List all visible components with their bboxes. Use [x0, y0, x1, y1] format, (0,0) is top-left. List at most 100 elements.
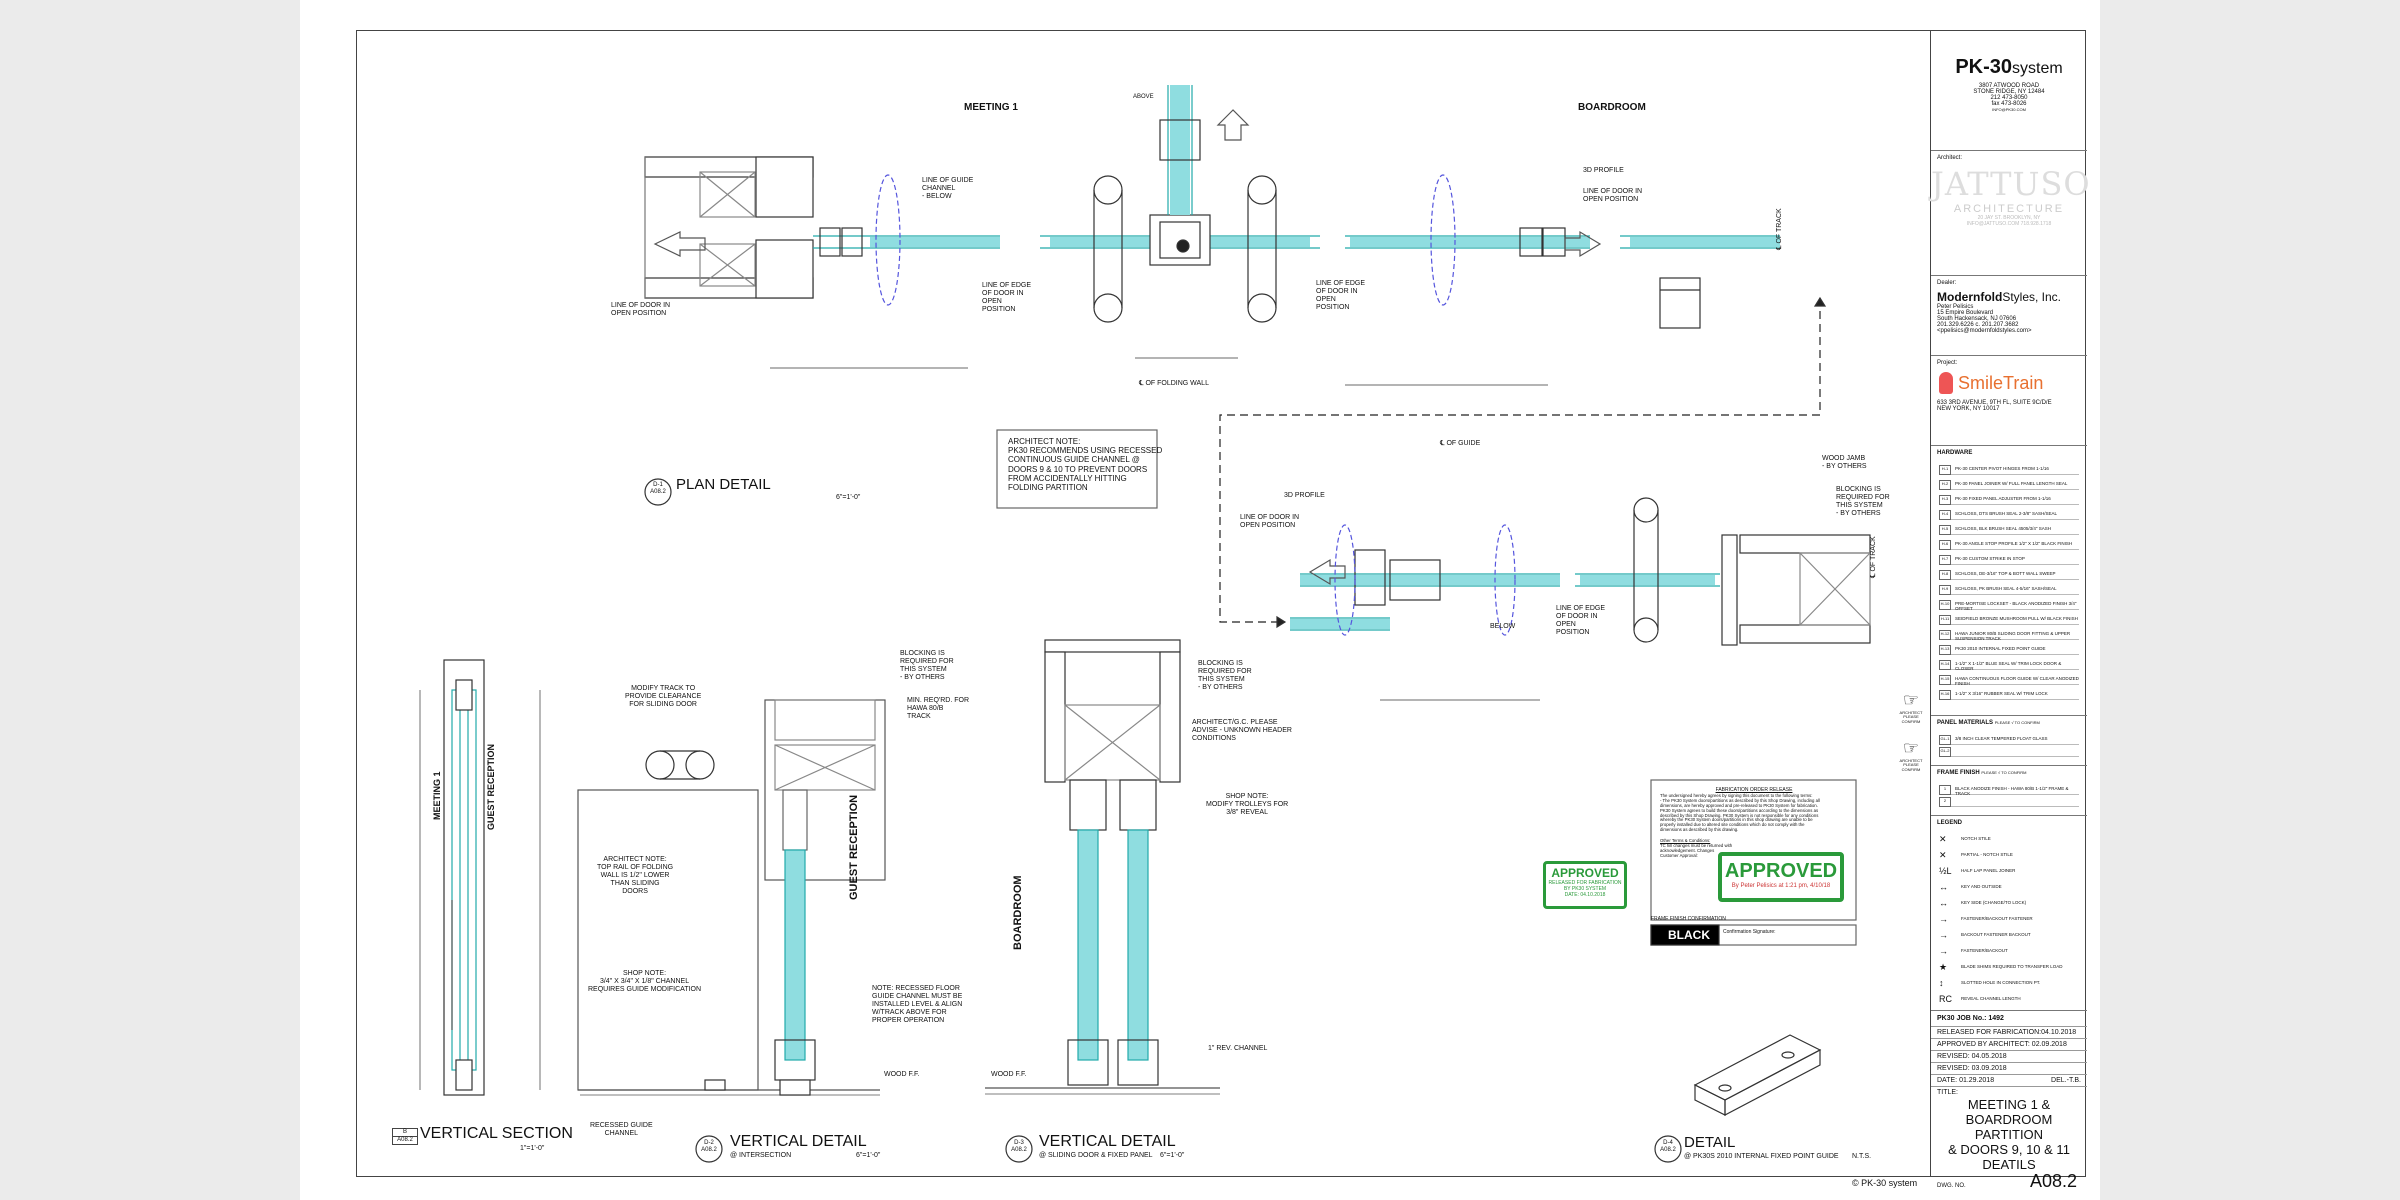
hardware-tag: H-13: [1939, 645, 1951, 655]
callout-plan-top: D-1: [653, 482, 663, 488]
blk-l-line-1: BLOCKING IS: [900, 650, 945, 657]
edge-r-line-2: OF DOOR IN: [1316, 288, 1358, 296]
blk-l-line-3: THIS SYSTEM: [900, 666, 947, 674]
job-revised-2: REVISED: 03.09.2018: [1931, 1062, 2087, 1074]
frame-finish-header: FRAME FINISH PLEASE √ TO CONFIRM: [1937, 770, 2081, 776]
release-line-5: described by this Shop Drawing. PK30 Sys…: [1660, 812, 1819, 818]
dealer-name: ModernfoldStyles, Inc.: [1937, 290, 2087, 304]
detail-tag: D-4 A08.2: [1660, 1140, 1676, 1154]
approved-label: APPROVED BY ARCHITECT:: [1937, 1041, 2030, 1048]
frame-finish-section: FRAME FINISH PLEASE √ TO CONFIRM 1 BLACK…: [1931, 765, 2087, 815]
panel-material-row: GL-2: [1939, 746, 2079, 757]
shop1-line-3: REQUIRES GUIDE MODIFICATION: [588, 986, 702, 994]
company-section: PK-30system 3807 ATWOOD ROAD STONE RIDGE…: [1931, 30, 2087, 150]
date-value: 01.29.2018: [1959, 1077, 1995, 1084]
dwg-row: DWG. NO. A08.2: [1931, 1171, 2087, 1193]
blocking-line-4: - BY OTHERS: [1836, 510, 1881, 518]
min-req-note: MIN. REQ'RD. FOR HAWA 80/B TRACK: [907, 697, 969, 721]
release-terms: Other Terms & Conditions:: [1660, 838, 1711, 844]
shop2-line-1: SHOP NOTE:: [1225, 793, 1269, 800]
architect-sub: ARCHITECTURE: [1953, 203, 2065, 215]
hardware-tag: H-16: [1939, 690, 1951, 700]
blk-l-line-2: REQUIRED FOR: [900, 658, 954, 666]
hardware-desc: PK-30 CENTER PIVOT HINGES FROM 1-1/16: [1955, 466, 2049, 471]
modify-line-2: PROVIDE CLEARANCE: [625, 693, 702, 701]
legend-desc: BACKOUT FASTENER BACKOUT: [1961, 932, 2031, 937]
legend-row: ↕SLOTTED HOLE IN CONNECTION PT.: [1939, 978, 2079, 988]
legend-desc: BLADE SHIMS REQUIRED TO TRANSFER LOAD: [1961, 964, 2063, 969]
room-meeting-label: MEETING 1: [964, 102, 1018, 113]
dealer-name-bold: Modernfold: [1937, 290, 2003, 304]
panel-material-tag: GL-2: [1939, 747, 1951, 757]
hardware-desc: PK30 2010 INTERNAL FIXED POINT GUIDE: [1955, 646, 2046, 651]
blk-d3-line-2: REQUIRED FOR: [1198, 668, 1252, 676]
hardware-desc: SCHLOSS, DE-3/16" TOP & BOTT WALL SWEEP: [1955, 571, 2056, 576]
detail-title: DETAIL: [1684, 1134, 1736, 1151]
stamp-small-l2: BY PK30 SYSTEM: [1563, 886, 1607, 892]
legend-symbol-icon: ✕: [1939, 850, 1947, 860]
legend-desc: HALF LAP PANEL JOINER: [1961, 868, 2016, 873]
legend-symbol-icon: ↕: [1939, 978, 1944, 988]
of-guide-note: ℄ OF GUIDE: [1440, 440, 1481, 447]
company-logo: PK-30system: [1931, 56, 2087, 79]
arch-note-line-5: FROM ACCIDENTALLY HITTING: [1008, 473, 1127, 483]
legend-title: LEGEND: [1937, 820, 1963, 826]
copyright-text: © PK-30 system: [1852, 1178, 1918, 1188]
vd2-tag-top: D-3: [1014, 1140, 1024, 1146]
door-open-note: LINE OF DOOR IN OPEN POSITION: [611, 302, 670, 318]
edge-line-2: OF DOOR IN: [982, 290, 1024, 298]
guide-line-3: - BELOW: [922, 193, 952, 201]
plan-detail-title: PLAN DETAIL: [676, 476, 771, 493]
folding-wall-note: ℄ OF FOLDING WALL: [1139, 380, 1209, 387]
frame-finish-title: FRAME FINISH: [1937, 770, 1980, 776]
arch2-line-1: ARCHITECT NOTE:: [603, 856, 667, 863]
released-label: RELEASED FOR FABRICATION:: [1937, 1029, 2042, 1036]
vd2-sub: @ SLIDING DOOR & FIXED PANEL: [1039, 1152, 1153, 1159]
released-date: 04.10.2018: [2041, 1029, 2077, 1036]
confirm-note-2: ARCHITECT PLEASE CONFIRM: [1899, 757, 1923, 772]
release-line-1: The undersigned hereby agrees by signing…: [1660, 792, 1813, 798]
arch2-line-3: WALL IS 1/2" LOWER: [600, 872, 670, 880]
dealer-line-4: 201.329.6226 c. 201.207.3682: [1937, 322, 2019, 328]
project-addr-2: NEW YORK, NY 10017: [1937, 406, 2000, 413]
panel-materials-title: PANEL MATERIALS: [1937, 720, 1994, 726]
frame-finish-desc: BLACK ANODIZE FINISH - HAWA 80/B 1-1/2" …: [1955, 786, 2069, 796]
recessed-note: NOTE: RECESSED FLOOR GUIDE CHANNEL MUST …: [872, 985, 962, 1025]
arch-note-line-4: DOORS 9 & 10 TO PREVENT DOORS: [1008, 464, 1148, 474]
legend-desc: KEY SIDE (CHANGE/TO LOCK): [1961, 900, 2027, 905]
hardware-desc: PK-30 PANEL JOINER W/ FULL PANEL LENGTH …: [1955, 481, 2068, 486]
dealer-name-rest: Styles, Inc.: [2002, 290, 2062, 304]
vsec-tag-bottom: A08.2: [393, 1135, 417, 1144]
revised2-label: REVISED:: [1937, 1065, 1970, 1072]
client-logo: SmileTrain: [1939, 372, 2087, 395]
arch-note-line-1: ARCHITECT NOTE:: [1008, 437, 1081, 446]
blocking-d3-note: BLOCKING IS REQUIRED FOR THIS SYSTEM - B…: [1198, 660, 1252, 692]
hardware-tag: H-5: [1939, 525, 1951, 535]
finish-color: BLACK: [1668, 928, 1710, 942]
frame-finish-tag: 1: [1939, 785, 1951, 795]
frame-finish-tag: 2: [1939, 797, 1951, 807]
legend-section: LEGEND ✕NOTCH STILE✕PARTIAL - NOTCH STIL…: [1931, 815, 2087, 1010]
hardware-tag: H-2: [1939, 480, 1951, 490]
hardware-tag: H-14: [1939, 660, 1951, 670]
detail-tag-bottom: A08.2: [1660, 1146, 1676, 1153]
blocking-lower-note: BLOCKING IS REQUIRED FOR THIS SYSTEM - B…: [900, 650, 954, 682]
of-track-note: ℄ OF TRACK: [1776, 208, 1783, 250]
vd1-tag: D-2 A08.2: [701, 1140, 717, 1154]
dealer-line-2: 15 Empire Boulevard: [1937, 310, 1994, 316]
shop2-line-3: 3/8" REVEAL: [1226, 809, 1268, 817]
panel-materials-header: PANEL MATERIALS PLEASE √ TO CONFIRM: [1937, 720, 2081, 726]
door-open-r-line-1: LINE OF DOOR IN: [1583, 188, 1643, 195]
above-note: ABOVE: [1133, 94, 1154, 100]
legend-row: →FASTENER/BACKOUT: [1939, 946, 2079, 956]
guide-channel-note: LINE OF GUIDE CHANNEL - BELOW: [922, 177, 973, 201]
legend-desc: NOTCH STILE: [1961, 836, 1991, 841]
job-approved: APPROVED BY ARCHITECT: 02.09.2018: [1931, 1038, 2087, 1050]
architect-name: JATTUSO: [1931, 165, 2091, 203]
legend-desc: PARTIAL - NOTCH STILE: [1961, 852, 2013, 857]
architect-note: ARCHITECT NOTE: PK30 RECOMMENDS USING RE…: [1008, 437, 1162, 492]
